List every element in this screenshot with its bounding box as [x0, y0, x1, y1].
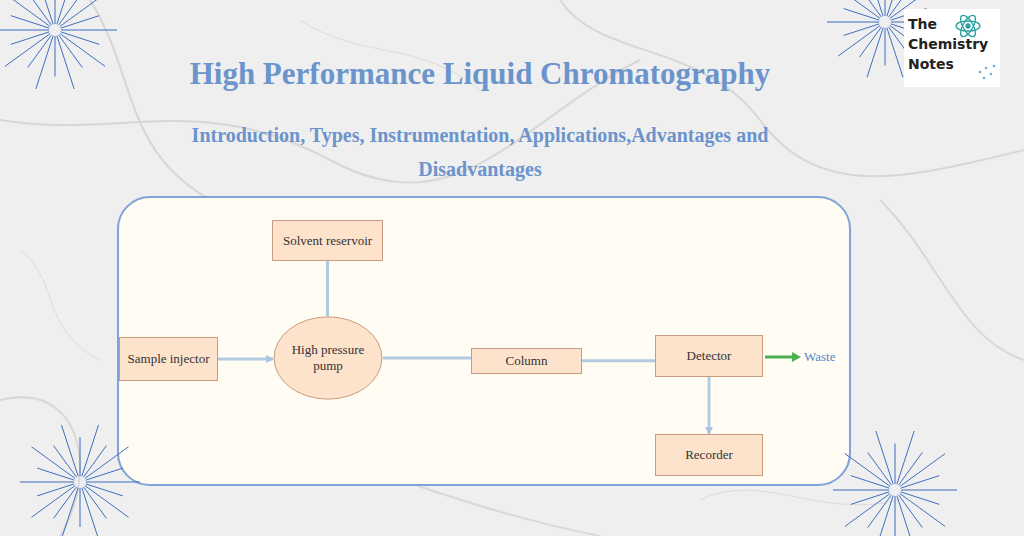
burst-ray — [838, 0, 880, 18]
burst-ray — [55, 36, 56, 77]
process-box: Recorder — [655, 434, 763, 476]
burst-ray — [82, 488, 99, 536]
burst-ray — [844, 24, 880, 36]
burst-ray — [11, 32, 50, 45]
flow-connector — [708, 377, 711, 434]
burst-ray — [55, 0, 56, 24]
burst-ray — [867, 0, 883, 16]
burst-ray — [20, 482, 74, 483]
burst-ray — [54, 487, 77, 519]
flow-connector — [218, 358, 273, 361]
flow-connector — [582, 359, 655, 362]
burst-ray — [851, 492, 890, 505]
node-text: Detector — [687, 348, 732, 364]
burst-ray — [897, 496, 914, 536]
burst-ray — [57, 0, 74, 24]
subtitle: Introduction, Types, Instrumentation, Ap… — [150, 118, 810, 186]
burst-ray — [86, 482, 140, 483]
burst-ray — [885, 0, 886, 16]
burst-ray — [84, 446, 107, 478]
burst-ray — [859, 27, 881, 57]
process-box: Column — [471, 348, 582, 374]
burst-ray — [85, 486, 129, 518]
burst-ray — [61, 488, 78, 536]
burst-ray — [901, 476, 940, 489]
pump-circle: High pressure pump — [273, 316, 383, 400]
burst-ray — [845, 454, 890, 487]
node-text: Recorder — [685, 447, 733, 463]
logo-text: The Chemistry Notes — [908, 14, 978, 74]
burst-ray — [827, 22, 879, 23]
burst-ray — [86, 468, 123, 480]
burst-ray — [899, 452, 923, 485]
burst-ray — [60, 34, 105, 67]
process-box: Solvent reservoir — [272, 220, 383, 261]
starburst-decoration — [0, 0, 957, 536]
burst-ray — [895, 444, 896, 485]
logo-box — [904, 9, 1000, 87]
burst-ray — [28, 0, 52, 25]
burst-ray — [887, 28, 903, 77]
burst-ray — [885, 28, 886, 66]
diagram-panel — [118, 197, 850, 485]
burst-ray — [80, 488, 81, 527]
page-title: High Performance Liquid Chromatography — [80, 56, 880, 92]
burst-ray — [57, 36, 74, 89]
burst-ray — [60, 0, 105, 26]
burst-ray — [80, 437, 81, 476]
burst-ray — [36, 0, 53, 24]
burst-ray — [28, 35, 52, 68]
burst-ray — [0, 30, 49, 31]
burst-ray — [901, 490, 957, 491]
burst-ray — [37, 484, 74, 496]
burst-ray — [833, 490, 889, 491]
node-text: Sample injector — [128, 351, 210, 367]
process-box: Detector — [655, 335, 763, 377]
node-text: High pressure pump — [287, 342, 369, 373]
node-text: Column — [506, 353, 548, 369]
burst-ray — [61, 30, 117, 31]
flow-connector — [326, 261, 329, 316]
burst-ray — [895, 496, 896, 536]
flow-connector — [383, 357, 471, 360]
node-text: Solvent reservoir — [283, 233, 372, 249]
burst-ray — [868, 495, 892, 528]
burst-ray — [61, 16, 100, 29]
burst-ray — [61, 425, 78, 476]
waste-arrow — [765, 352, 801, 362]
waste-label: Waste — [804, 349, 864, 365]
burst-ray — [876, 431, 893, 484]
burst-ray — [31, 447, 75, 479]
burst-ray — [900, 494, 945, 527]
process-box: Sample injector — [119, 337, 218, 381]
